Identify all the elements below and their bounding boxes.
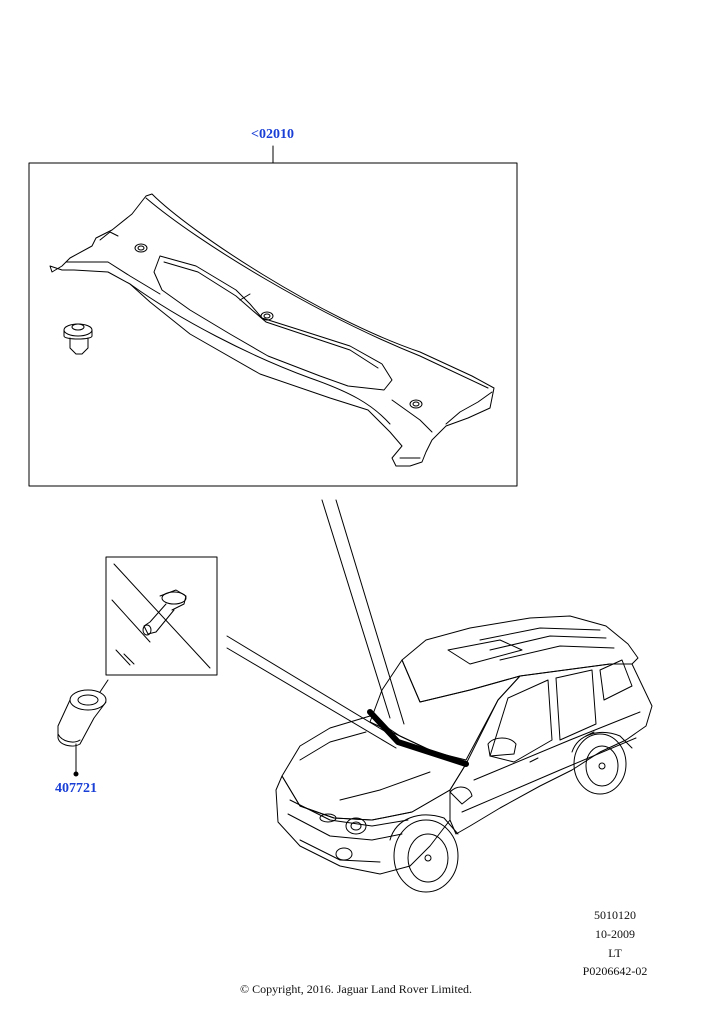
detail-frame-cowl [28, 162, 518, 487]
inset-clip-drawing [111, 563, 211, 669]
leader-line-clip-a [226, 635, 397, 739]
detail-frame-clip [105, 556, 218, 676]
diagram-variant: LT [608, 946, 622, 960]
push-clip-drawing [63, 323, 93, 355]
leader-line-cowl-b [335, 499, 405, 725]
callout-part-407721[interactable]: 407721 [55, 781, 97, 796]
copyright-notice: © Copyright, 2016. Jaguar Land Rover Lim… [239, 982, 473, 996]
diagram-id: P0206642-02 [582, 964, 648, 978]
diagram-date: 10-2009 [595, 927, 635, 941]
leader-line-clip-c [99, 679, 109, 693]
bush-clip-drawing [57, 689, 107, 777]
leader-line-cowl-a [321, 499, 391, 719]
vehicle-drawing [275, 615, 653, 893]
leader-line-clip-b [226, 647, 397, 749]
callout-part-02010[interactable]: <02010 [251, 127, 294, 142]
windscreen-seal [367, 709, 469, 767]
cowl-panel-drawing [49, 193, 495, 467]
diagram-code: 5010120 [594, 908, 636, 922]
